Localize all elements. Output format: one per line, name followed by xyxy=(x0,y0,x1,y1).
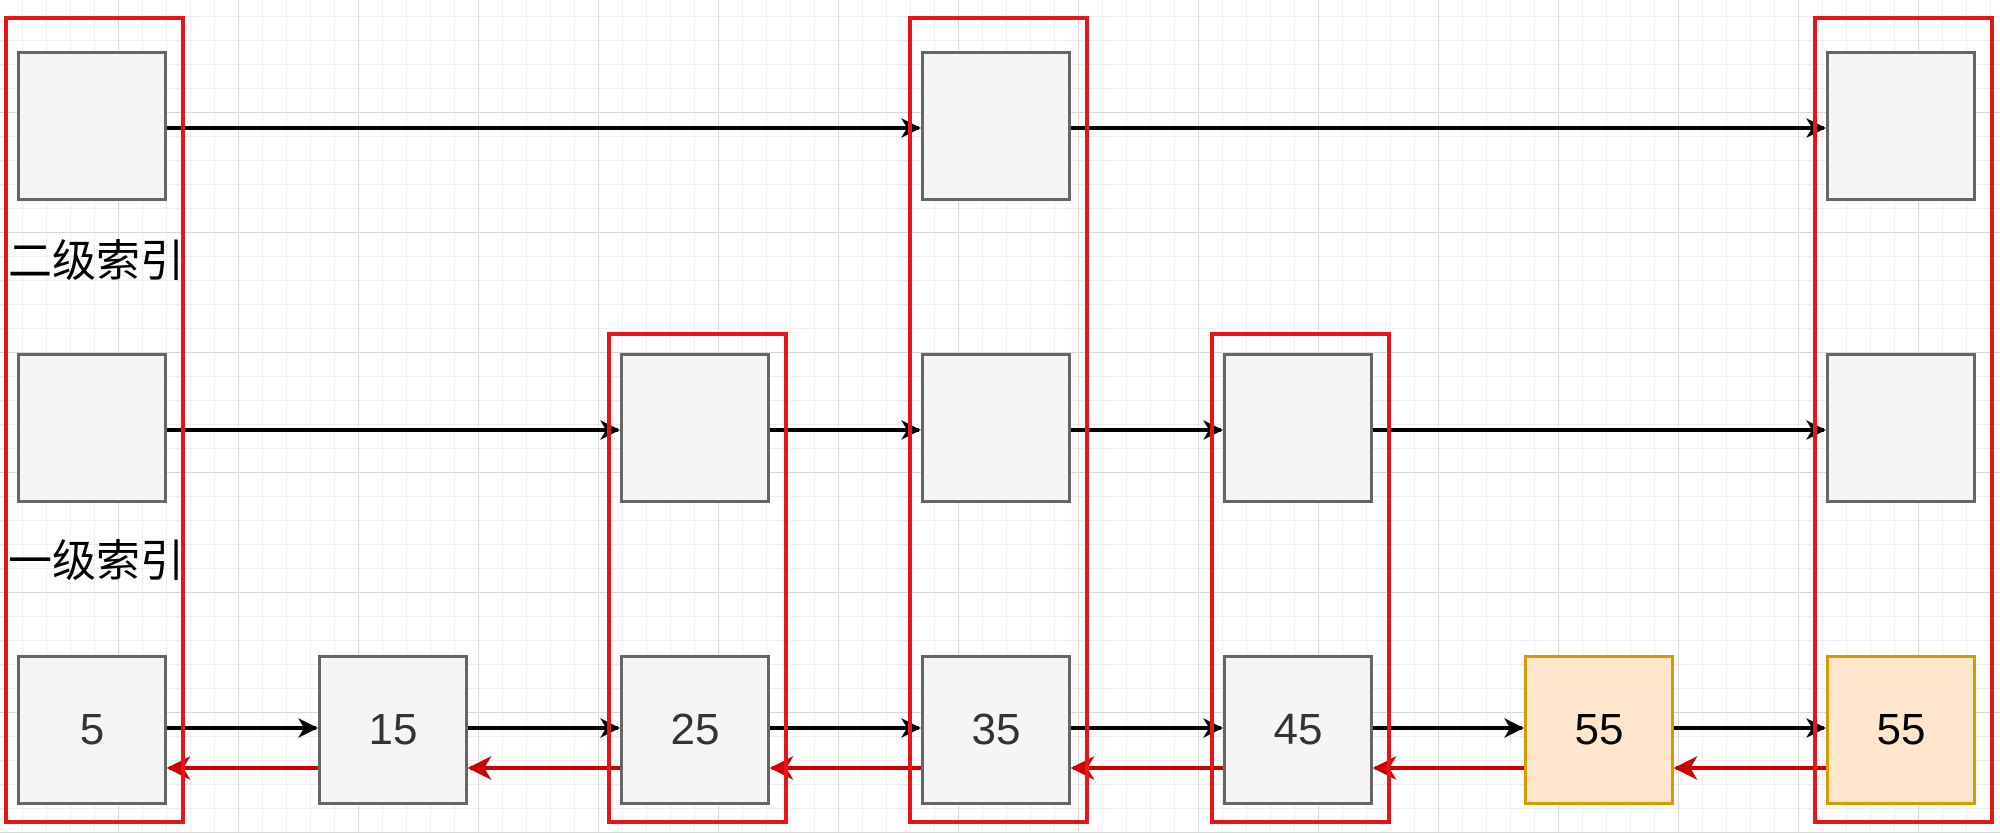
level1-index-label: 一级索引 xyxy=(8,536,184,587)
base-node-15: 15 xyxy=(318,655,468,805)
level1-index-node xyxy=(921,353,1071,503)
level1-index-node xyxy=(1826,353,1976,503)
level2-index-label: 二级索引 xyxy=(8,236,184,287)
base-node-25: 25 xyxy=(620,655,770,805)
base-node-5: 5 xyxy=(17,655,167,805)
level1-index-node xyxy=(1223,353,1373,503)
level2-index-node xyxy=(17,51,167,201)
tower-highlight-frame xyxy=(4,16,185,824)
level2-index-node xyxy=(1826,51,1976,201)
tower-highlight-frame xyxy=(607,332,788,824)
base-node-55: 55 xyxy=(1826,655,1976,805)
level2-index-node xyxy=(921,51,1071,201)
base-node-45: 45 xyxy=(1223,655,1373,805)
tower-highlight-frame xyxy=(908,16,1089,824)
tower-highlight-frame xyxy=(1210,332,1391,824)
level1-index-node xyxy=(620,353,770,503)
base-node-35: 35 xyxy=(921,655,1071,805)
tower-highlight-frame xyxy=(1813,16,1994,824)
base-node-55: 55 xyxy=(1524,655,1674,805)
level1-index-node xyxy=(17,353,167,503)
